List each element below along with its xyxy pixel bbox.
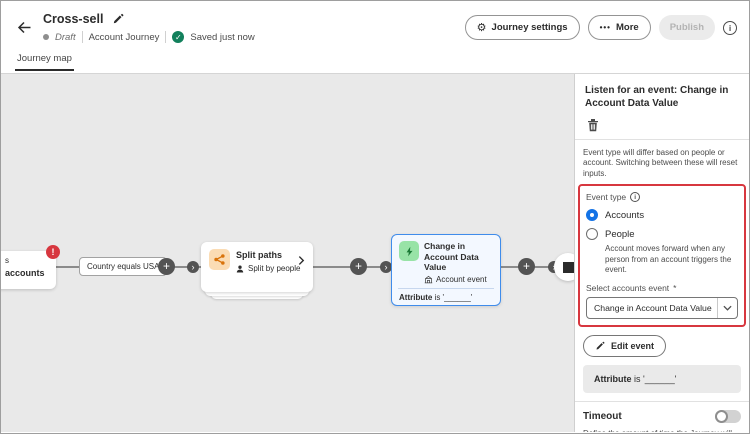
event-type-annotation-box: Event type i Accounts People Account mov… bbox=[578, 184, 746, 328]
saved-status: Saved just now bbox=[190, 31, 255, 43]
person-icon bbox=[236, 265, 244, 273]
read-node-clipped-text: s bbox=[5, 256, 9, 265]
expand-split-chevron-icon[interactable] bbox=[298, 255, 305, 266]
journey-meta: Draft Account Journey ✓ Saved just now bbox=[43, 31, 255, 43]
edit-event-button[interactable]: Edit event bbox=[583, 335, 667, 358]
panel-divider bbox=[575, 401, 749, 403]
read-accounts-node[interactable]: s accounts ! bbox=[1, 245, 60, 289]
event-type-intro-text: Event type will differ based on people o… bbox=[583, 148, 738, 178]
error-badge-icon[interactable]: ! bbox=[46, 245, 60, 259]
event-type-info-icon[interactable]: i bbox=[630, 192, 641, 203]
meta-separator bbox=[165, 31, 167, 43]
more-button[interactable]: ••• More bbox=[587, 15, 651, 40]
radio-accounts[interactable]: Accounts bbox=[586, 209, 738, 222]
panel-title: Listen for an event: Change in Account D… bbox=[585, 85, 729, 109]
journey-settings-label: Journey settings bbox=[491, 22, 568, 33]
chevron-down-icon bbox=[717, 298, 737, 319]
accounts-event-select[interactable]: Change in Account Data Value bbox=[586, 297, 738, 320]
publish-label: Publish bbox=[669, 22, 704, 33]
radio-accounts-label: Accounts bbox=[605, 209, 645, 221]
edit-title-button[interactable] bbox=[110, 11, 126, 27]
change-account-data-event-node[interactable]: Change in Account Data Value Account eve… bbox=[391, 234, 501, 306]
attribute-summary-box: Attribute is '______' bbox=[583, 365, 741, 394]
meta-separator bbox=[81, 31, 83, 43]
tab-journey-map[interactable]: Journey map bbox=[15, 48, 74, 71]
split-paths-icon bbox=[209, 249, 230, 270]
title-block: Cross-sell Draft Account Journey ✓ Saved… bbox=[43, 10, 255, 43]
radio-people[interactable]: People bbox=[586, 228, 738, 241]
read-node-label: accounts bbox=[5, 268, 45, 278]
timeout-description: Define the amount of time the Journey wi… bbox=[583, 429, 741, 432]
timeout-toggle-knob bbox=[715, 410, 728, 424]
event-lightning-icon bbox=[399, 241, 419, 261]
pencil-icon bbox=[114, 13, 124, 24]
attribute-rest: is '______' bbox=[631, 374, 677, 385]
account-building-icon bbox=[424, 275, 433, 284]
add-node-button[interactable]: + bbox=[350, 258, 367, 275]
panel-divider bbox=[575, 139, 749, 140]
add-node-button[interactable]: + bbox=[158, 258, 175, 275]
saved-check-icon: ✓ bbox=[172, 31, 185, 43]
accounts-event-select-value: Change in Account Data Value bbox=[594, 303, 712, 314]
back-button[interactable] bbox=[13, 16, 35, 38]
trash-icon bbox=[588, 119, 598, 132]
delete-node-button[interactable] bbox=[585, 117, 601, 133]
event-node-title: Change in Account Data Value bbox=[424, 241, 479, 273]
add-node-button[interactable]: + bbox=[518, 258, 535, 275]
event-type-label: Event type bbox=[586, 192, 627, 203]
more-icon: ••• bbox=[599, 23, 611, 32]
header-info-icon[interactable]: i bbox=[723, 20, 737, 35]
split-paths-node[interactable]: Split paths Split by people bbox=[201, 242, 313, 292]
more-label: More bbox=[615, 22, 639, 33]
pencil-icon bbox=[596, 342, 605, 350]
tab-journey-map-label: Journey map bbox=[17, 53, 72, 64]
event-node-divider bbox=[398, 287, 494, 289]
back-arrow-icon bbox=[17, 21, 30, 33]
path-arrow-icon: › bbox=[187, 261, 199, 273]
people-option-description: Account moves forward when any person fr… bbox=[605, 244, 732, 274]
timeout-toggle[interactable] bbox=[715, 410, 741, 424]
gear-icon: ⚙ bbox=[476, 21, 487, 34]
publish-button[interactable]: Publish bbox=[658, 15, 715, 40]
journey-end-node[interactable] bbox=[554, 253, 574, 281]
edit-event-label: Edit event bbox=[611, 341, 655, 352]
split-paths-title: Split paths bbox=[236, 250, 283, 260]
event-node-category: Account event bbox=[436, 274, 487, 284]
journey-canvas[interactable]: s accounts ! Country equals USA + › bbox=[1, 74, 574, 432]
radio-people-control[interactable] bbox=[586, 228, 598, 241]
end-square-icon bbox=[562, 261, 574, 273]
radio-accounts-control[interactable] bbox=[586, 209, 598, 222]
required-marker: * bbox=[673, 283, 677, 294]
split-paths-subtitle: Split by people bbox=[248, 264, 301, 273]
draft-status-dot bbox=[43, 34, 49, 40]
radio-people-label: People bbox=[605, 228, 635, 240]
header-actions: ⚙ Journey settings ••• More Publish i bbox=[464, 15, 737, 40]
journey-type-label: Account Journey bbox=[88, 31, 160, 43]
event-node-attribute: Attribute is '______' bbox=[399, 292, 473, 302]
journey-settings-button[interactable]: ⚙ Journey settings bbox=[464, 15, 580, 40]
attribute-label: Attribute bbox=[594, 374, 632, 385]
draft-status: Draft bbox=[55, 31, 76, 43]
timeout-label: Timeout bbox=[583, 411, 622, 423]
event-config-panel: Listen for an event: Change in Account D… bbox=[574, 74, 749, 432]
path-arrow-icon: › bbox=[380, 261, 392, 273]
select-event-label: Select accounts event bbox=[586, 283, 670, 294]
condition-label-pill[interactable]: Country equals USA bbox=[79, 257, 168, 276]
tab-bar: Journey map bbox=[1, 48, 749, 74]
header: Cross-sell Draft Account Journey ✓ Saved… bbox=[1, 1, 749, 48]
journey-title: Cross-sell bbox=[43, 12, 104, 26]
